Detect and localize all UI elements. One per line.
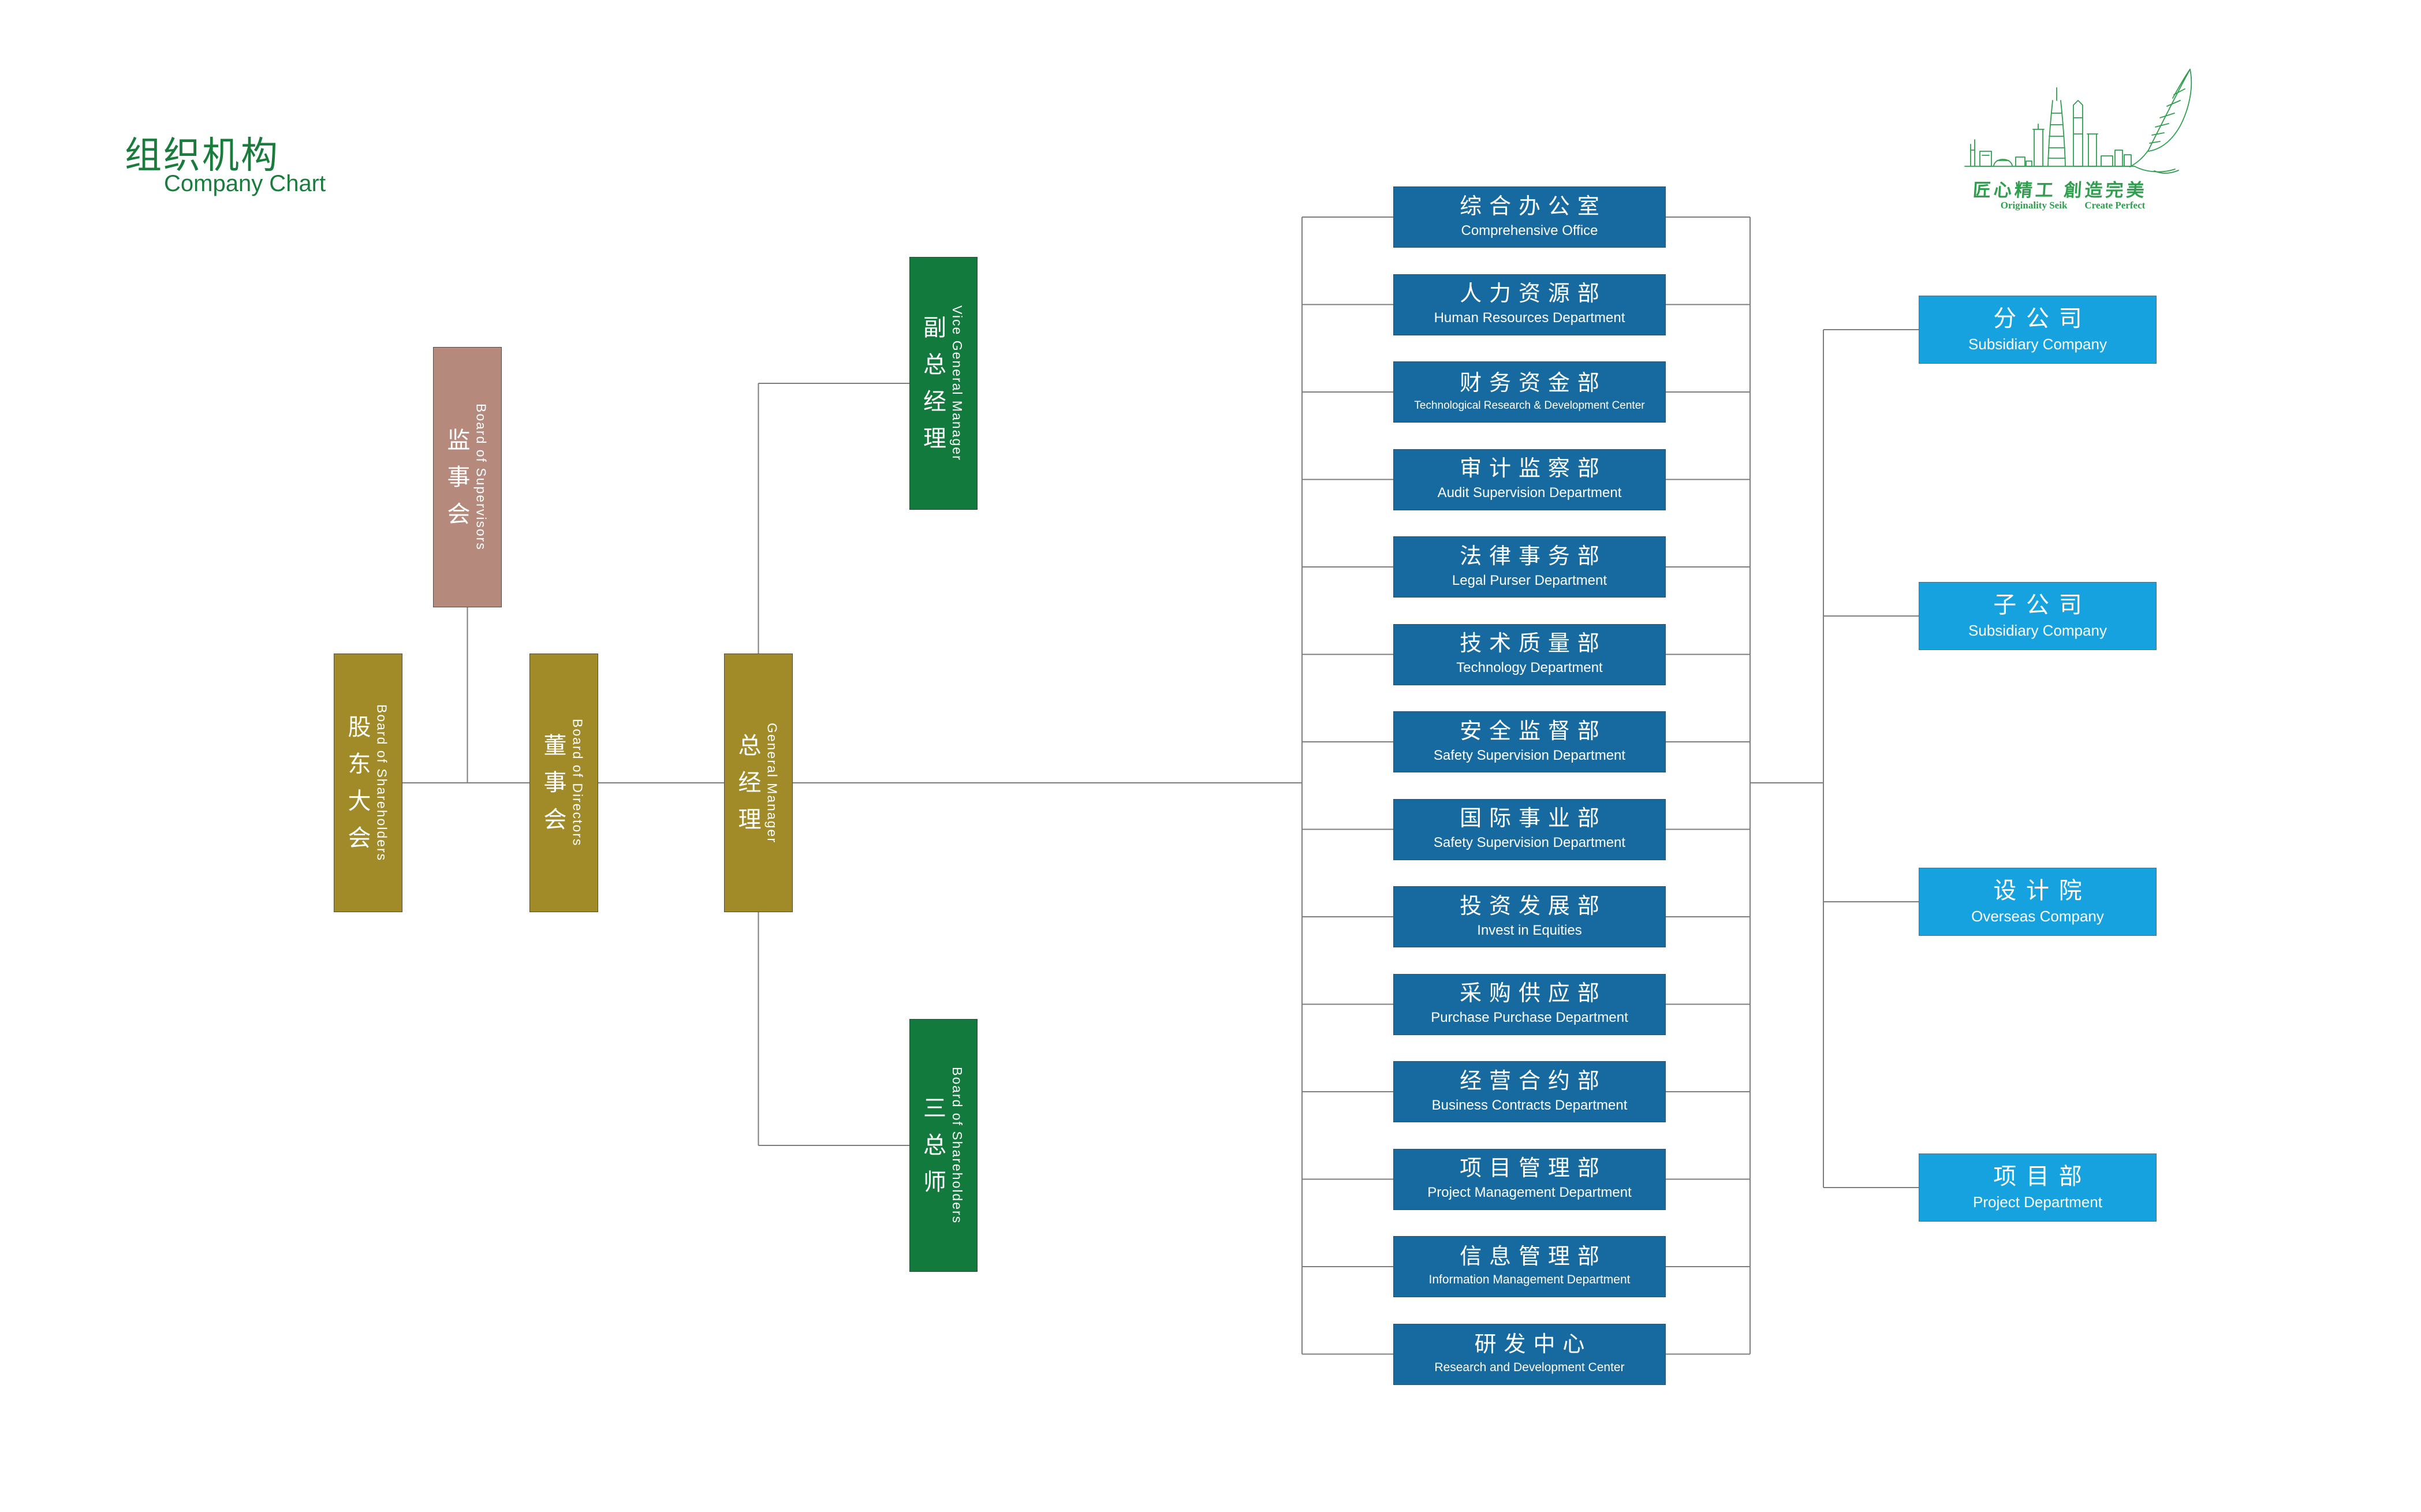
department-title-en: Technology Department — [1456, 660, 1603, 676]
department-title-zh: 采购供应部 — [1460, 981, 1607, 1006]
department-box-1: 综合办公室 Comprehensive Office — [1393, 186, 1666, 248]
affiliate-title-en: Overseas Company — [1971, 907, 2104, 925]
department-title-en: Audit Supervision Department — [1437, 485, 1622, 501]
affiliate-box-4: 项目部 Project Department — [1919, 1153, 2157, 1222]
leadership-box-chief_engineers: 三总师 Board of Shareholders — [909, 1019, 978, 1272]
department-box-8: 国际事业部 Safety Supervision Department — [1393, 798, 1666, 860]
department-title-en: Purchase Purchase Department — [1431, 1010, 1628, 1026]
leadership-title-en: Board of Shareholders — [950, 1066, 965, 1224]
logo-slogan-en-left: Originality Seik — [2000, 200, 2068, 211]
leadership-title-zh: 三总师 — [923, 1096, 946, 1195]
department-box-3: 财务资金部 Technological Research & Developme… — [1393, 361, 1666, 423]
department-title-zh: 财务资金部 — [1460, 371, 1607, 395]
leadership-title-en: General Manager — [764, 722, 780, 843]
affiliate-title-zh: 设计院 — [1993, 878, 2092, 904]
leadership-title-zh: 监事会 — [447, 427, 471, 527]
affiliate-title-en: Subsidiary Company — [1968, 335, 2107, 353]
department-title-zh: 法律事务部 — [1460, 544, 1607, 569]
affiliate-title-zh: 项目部 — [1993, 1163, 2092, 1189]
department-title-en: Comprehensive Office — [1461, 222, 1598, 238]
department-title-en: Technological Research & Development Cen… — [1414, 399, 1645, 412]
department-title-zh: 审计监察部 — [1460, 457, 1607, 481]
leadership-title-zh: 总经理 — [738, 733, 762, 832]
leadership-box-directors: 董事会 Board of Directors — [529, 654, 598, 912]
department-title-en: Information Management Department — [1428, 1273, 1631, 1287]
department-box-9: 投资发展部 Invest in Equities — [1393, 886, 1666, 947]
department-title-en: Safety Supervision Department — [1433, 835, 1626, 851]
department-title-en: Invest in Equities — [1477, 922, 1582, 938]
affiliate-title-en: Subsidiary Company — [1968, 621, 2107, 639]
affiliate-box-2: 子公司 Subsidiary Company — [1919, 582, 2157, 650]
department-title-zh: 国际事业部 — [1460, 807, 1607, 831]
department-box-14: 研发中心 Research and Development Center — [1393, 1323, 1666, 1385]
department-box-4: 审计监察部 Audit Supervision Department — [1393, 449, 1666, 510]
leadership-box-supervisors: 监事会 Board of Supervisors — [433, 347, 502, 607]
leadership-title-en: Board of Directors — [570, 719, 585, 847]
department-title-en: Safety Supervision Department — [1433, 747, 1626, 763]
leadership-title-zh: 副总经理 — [923, 315, 946, 451]
department-box-11: 经营合约部 Business Contracts Department — [1393, 1061, 1666, 1122]
department-box-12: 项目管理部 Project Management Department — [1393, 1148, 1666, 1210]
logo-slogan-en-right: Create Perfect — [2084, 200, 2146, 211]
affiliate-title-en: Project Department — [1973, 1193, 2102, 1211]
leadership-title-zh: 股东大会 — [348, 715, 371, 851]
affiliate-title-zh: 分公司 — [1993, 305, 2092, 331]
department-box-2: 人力资源部 Human Resources Department — [1393, 274, 1666, 335]
department-title-en: Business Contracts Department — [1431, 1097, 1628, 1113]
department-title-zh: 综合办公室 — [1460, 194, 1607, 219]
leadership-title-en: Board of Shareholders — [374, 704, 390, 862]
logo-slogan-en: Originality Seik Create Perfect — [1978, 200, 2168, 211]
department-title-en: Human Resources Department — [1434, 310, 1625, 326]
department-title-zh: 信息管理部 — [1460, 1245, 1607, 1270]
department-title-en: Project Management Department — [1427, 1185, 1632, 1201]
leadership-title-zh: 董事会 — [543, 733, 567, 832]
skyline-feather-icon — [1964, 69, 2192, 174]
affiliate-title-zh: 子公司 — [1993, 592, 2092, 618]
company-logo: 匠心精工 創造完美 Originality Seik Create Perfec… — [1960, 65, 2209, 221]
department-title-zh: 技术质量部 — [1460, 632, 1607, 656]
leadership-box-vice_general_manager: 副总经理 Vice General Manager — [909, 257, 978, 510]
leadership-title-en: Vice General Manager — [950, 305, 965, 461]
department-title-zh: 研发中心 — [1474, 1332, 1592, 1357]
department-title-zh: 投资发展部 — [1460, 894, 1607, 919]
department-title-zh: 经营合约部 — [1460, 1069, 1607, 1093]
department-box-13: 信息管理部 Information Management Department — [1393, 1236, 1666, 1297]
department-box-10: 采购供应部 Purchase Purchase Department — [1393, 973, 1666, 1035]
affiliate-box-3: 设计院 Overseas Company — [1919, 868, 2157, 936]
leadership-title-en: Board of Supervisors — [473, 404, 489, 551]
page-subtitle: Company Chart — [164, 171, 326, 196]
department-title-zh: 安全监督部 — [1460, 719, 1607, 744]
affiliate-box-1: 分公司 Subsidiary Company — [1919, 296, 2157, 364]
department-title-en: Research and Development Center — [1434, 1360, 1625, 1374]
logo-slogan-zh: 匠心精工 創造完美 — [1972, 180, 2148, 200]
department-title-zh: 项目管理部 — [1460, 1156, 1607, 1181]
page-title: 组织机构 — [125, 135, 279, 176]
department-box-7: 安全监督部 Safety Supervision Department — [1393, 711, 1666, 772]
leadership-box-general_manager: 总经理 General Manager — [724, 654, 793, 912]
department-title-zh: 人力资源部 — [1460, 282, 1607, 307]
department-box-5: 法律事务部 Legal Purser Department — [1393, 536, 1666, 598]
department-box-6: 技术质量部 Technology Department — [1393, 624, 1666, 685]
leadership-box-shareholders: 股东大会 Board of Shareholders — [334, 654, 402, 912]
department-title-en: Legal Purser Department — [1452, 572, 1607, 588]
